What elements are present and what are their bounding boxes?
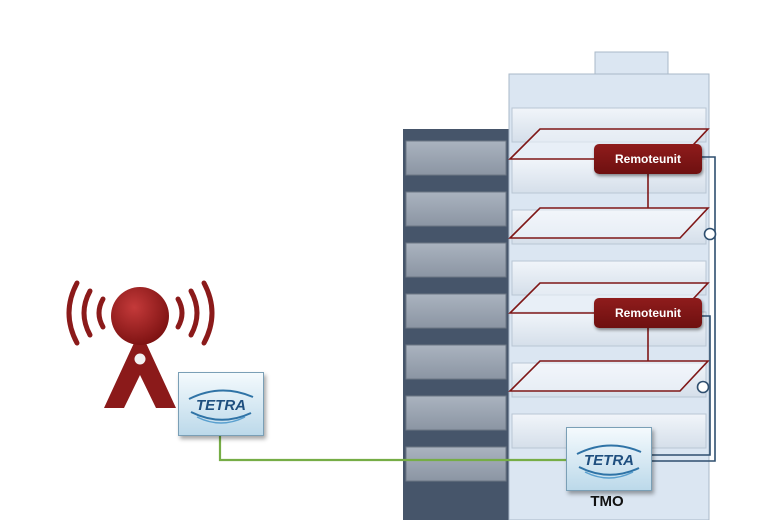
remote-unit-label: Remoteunit bbox=[615, 306, 681, 320]
antenna-node-icon bbox=[696, 380, 710, 394]
remote-unit-lower: Remoteunit bbox=[594, 298, 702, 328]
tetra-logo-text: TETRA bbox=[196, 397, 246, 414]
tetra-base-station: TETRA bbox=[178, 372, 264, 436]
antenna-node-icon bbox=[703, 227, 717, 241]
tetra-logo-icon: TETRA bbox=[188, 389, 254, 424]
radio-tower-icon bbox=[66, 280, 215, 408]
coverage-plane bbox=[508, 207, 710, 239]
feeder-cable bbox=[652, 156, 717, 462]
building-side bbox=[403, 129, 509, 520]
radio-link-cable bbox=[218, 435, 566, 462]
remote-unit-label: Remoteunit bbox=[615, 152, 681, 166]
tetra-tmo-repeater: TETRA bbox=[566, 427, 652, 491]
tmo-label: TMO bbox=[590, 493, 624, 510]
tetra-logo-text: TETRA bbox=[584, 452, 634, 469]
tetra-logo-icon: TETRA bbox=[576, 444, 642, 479]
coverage-plane bbox=[508, 360, 710, 392]
remote-unit-upper: Remoteunit bbox=[594, 144, 702, 174]
signal-waves-icon bbox=[66, 280, 215, 346]
